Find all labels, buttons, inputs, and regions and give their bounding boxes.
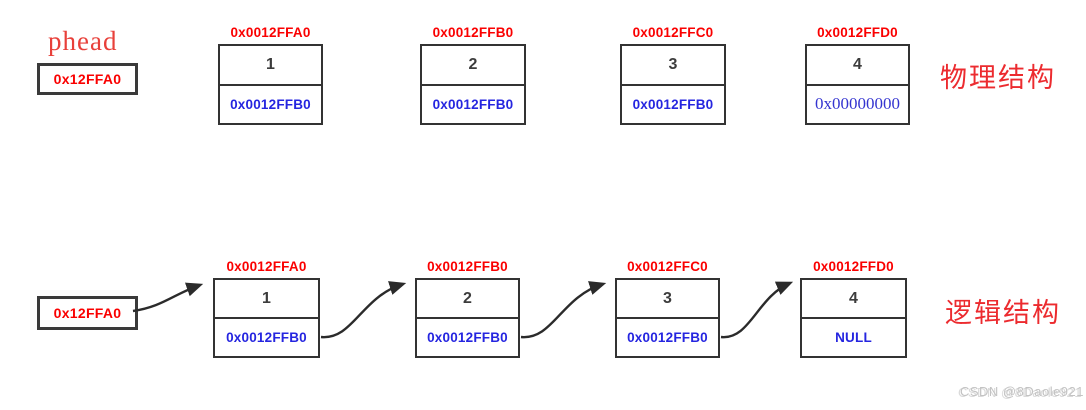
node-address-label: 0x0012FFA0 [230, 25, 311, 40]
node-next-pointer: 0x0012FFB0 [627, 330, 708, 345]
phead-value: 0x12FFA0 [53, 305, 122, 321]
node-value: 2 [463, 289, 472, 307]
node-pointer-cell: 0x0012FFB0 [215, 319, 318, 356]
node-address-label: 0x0012FFD0 [813, 259, 894, 274]
logical-structure-label: 逻辑结构 [945, 298, 1061, 328]
node-pointer-cell: 0x0012FFB0 [622, 86, 724, 124]
node-address-label: 0x0012FFC0 [627, 259, 708, 274]
node-box: 3 0x0012FFB0 [615, 278, 720, 358]
physical-node-3: 0x0012FFC0 3 0x0012FFB0 [620, 25, 726, 125]
node-value: 3 [663, 289, 672, 307]
node-value: 1 [262, 289, 271, 307]
node-pointer-cell: 0x0012FFB0 [422, 86, 524, 124]
node-value-cell: 4 [802, 280, 905, 319]
logical-node-1: 0x0012FFA0 1 0x0012FFB0 [213, 259, 320, 358]
node-pointer-cell: 0x0012FFB0 [617, 319, 718, 356]
node-box: 3 0x0012FFB0 [620, 44, 726, 125]
node-next-pointer: 0x0012FFB0 [632, 96, 714, 112]
arrow-phead-to-node1 [132, 282, 204, 313]
node-next-pointer: 0x0012FFB0 [432, 96, 514, 112]
node-address-label: 0x0012FFB0 [427, 259, 508, 274]
physical-node-4: 0x0012FFD0 4 0x00000000 [805, 25, 910, 125]
node-value-cell: 1 [215, 280, 318, 319]
phead-label: phead [48, 26, 117, 57]
node-next-pointer: 0x00000000 [815, 94, 900, 114]
node-box: 4 0x00000000 [805, 44, 910, 125]
node-pointer-cell: 0x0012FFB0 [220, 86, 321, 124]
phead-text: phead [48, 26, 118, 56]
physical-node-1: 0x0012FFA0 1 0x0012FFB0 [218, 25, 323, 125]
node-value-cell: 2 [417, 280, 518, 319]
node-pointer-cell: 0x0012FFB0 [417, 319, 518, 356]
physical-node-2: 0x0012FFB0 2 0x0012FFB0 [420, 25, 526, 125]
watermark: CSDN @8Daole921 [959, 384, 1084, 399]
node-value: 4 [849, 289, 858, 307]
node-pointer-cell: 0x00000000 [807, 86, 908, 124]
phead-value: 0x12FFA0 [53, 71, 122, 87]
physical-structure-label: 物理结构 [940, 63, 1056, 93]
node-next-pointer: NULL [835, 330, 872, 345]
arrow-node1-to-node2 [320, 281, 407, 339]
node-value-cell: 3 [617, 280, 718, 319]
arrow-node3-to-node4 [720, 281, 794, 339]
node-address-label: 0x0012FFC0 [632, 25, 714, 40]
node-box: 1 0x0012FFB0 [213, 278, 320, 358]
node-value-cell: 2 [422, 46, 524, 86]
logical-node-2: 0x0012FFB0 2 0x0012FFB0 [415, 259, 520, 358]
node-box: 4 NULL [800, 278, 907, 358]
node-next-pointer: 0x0012FFB0 [427, 330, 508, 345]
node-value: 1 [266, 55, 275, 73]
node-value-cell: 1 [220, 46, 321, 86]
phead-value-box-logical: 0x12FFA0 [37, 296, 138, 330]
node-pointer-cell: NULL [802, 319, 905, 356]
node-address-label: 0x0012FFA0 [226, 259, 307, 274]
logical-node-4: 0x0012FFD0 4 NULL [800, 259, 907, 358]
arrow-node2-to-node3 [520, 281, 607, 339]
node-next-pointer: 0x0012FFB0 [226, 330, 307, 345]
phead-value-box-physical: 0x12FFA0 [37, 63, 138, 95]
node-value-cell: 4 [807, 46, 908, 86]
node-value: 2 [468, 55, 478, 73]
node-box: 1 0x0012FFB0 [218, 44, 323, 125]
node-value: 3 [668, 55, 678, 73]
node-value-cell: 3 [622, 46, 724, 86]
node-address-label: 0x0012FFD0 [817, 25, 898, 40]
node-box: 2 0x0012FFB0 [420, 44, 526, 125]
node-next-pointer: 0x0012FFB0 [230, 96, 311, 112]
logical-node-3: 0x0012FFC0 3 0x0012FFB0 [615, 259, 720, 358]
node-address-label: 0x0012FFB0 [432, 25, 514, 40]
node-box: 2 0x0012FFB0 [415, 278, 520, 358]
node-value: 4 [853, 55, 862, 73]
